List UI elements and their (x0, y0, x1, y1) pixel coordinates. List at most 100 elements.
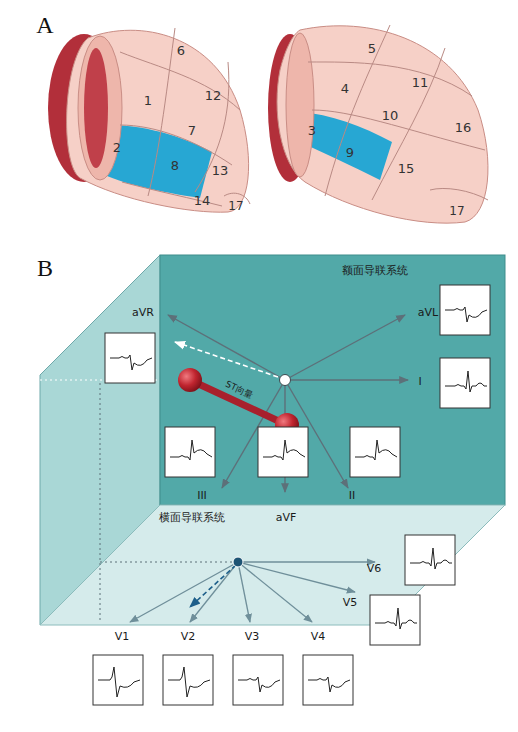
segment-number: 10 (382, 109, 399, 122)
panel-letter: B (37, 256, 53, 280)
segment-number: 13 (212, 164, 229, 177)
transverse-center (233, 557, 243, 567)
ecg-box (350, 427, 400, 477)
segment-number: 17 (228, 200, 243, 212)
ecg-box (105, 333, 155, 383)
lead-name: V4 (311, 631, 326, 642)
segment-number: 7 (188, 124, 196, 137)
ecg-trace (238, 677, 280, 692)
segment-number: 4 (341, 82, 349, 95)
ecg-frame (440, 358, 490, 408)
lead-axis (238, 562, 355, 592)
panel-letter: A (36, 13, 53, 37)
segment-number: 2 (113, 141, 121, 154)
segment-line (372, 48, 445, 200)
ecg-trace (308, 677, 350, 692)
ecg-box (165, 427, 215, 477)
ecg-frame (258, 427, 308, 477)
lead-name: V2 (181, 631, 196, 642)
segment-number: 17 (449, 205, 464, 217)
ecg-box (440, 358, 490, 408)
heart-body (67, 30, 249, 212)
ecg-trace (375, 608, 417, 629)
ecg-box (405, 535, 455, 585)
segment-number: 6 (177, 44, 185, 57)
ecg-trace (170, 440, 212, 460)
ecg-box (163, 655, 213, 705)
lead-name: aVL (418, 307, 438, 318)
st-vector-rod (190, 380, 287, 425)
segment-number: 14 (194, 194, 211, 207)
ecg-frame (165, 427, 215, 477)
lead-axis (130, 562, 238, 622)
heart-right (268, 25, 488, 223)
transverse-plane (40, 505, 505, 625)
segment-line (195, 62, 229, 192)
ecg-trace (263, 440, 305, 460)
segment-number: 1 (144, 94, 152, 107)
ecg-frame (440, 285, 490, 335)
segment-line (120, 52, 240, 110)
ecg-trace (355, 440, 397, 460)
ecg-frame (303, 655, 353, 705)
segment-number: 16 (455, 121, 472, 134)
lead-name: aVR (132, 307, 154, 318)
base-ring (286, 33, 314, 177)
lead-name: V1 (115, 631, 130, 642)
ecg-frame (350, 427, 400, 477)
segment-line (430, 188, 488, 200)
lead-axis (285, 315, 405, 380)
segment-line (325, 25, 390, 196)
segment-number: 8 (171, 159, 179, 172)
segment-number: 5 (368, 42, 376, 55)
ecg-trace (98, 667, 140, 697)
segment-number: 11 (412, 76, 429, 89)
ecg-box (258, 427, 308, 477)
ecg-frame (93, 655, 143, 705)
lead-name: III (197, 490, 207, 501)
ecg-frame (233, 655, 283, 705)
ecg-frame (105, 333, 155, 383)
segment-number: 9 (346, 146, 354, 159)
frontal-plane (160, 255, 505, 505)
ecg-box (93, 655, 143, 705)
ecg-box (440, 285, 490, 335)
guide-line (100, 383, 101, 622)
plane-title: 额面导联系统 (342, 265, 408, 276)
frontal-center (280, 375, 291, 386)
ecg-trace (445, 371, 487, 392)
heart-body (277, 26, 488, 223)
ecg-box (233, 655, 283, 705)
lead-axis (238, 561, 375, 562)
lead-name: V5 (343, 597, 358, 608)
segment-number: 12 (205, 89, 222, 102)
lead-name: V3 (245, 631, 260, 642)
heart-left (48, 28, 250, 212)
lead-axis (190, 562, 238, 622)
guide-line (100, 562, 234, 563)
ecg-box (370, 595, 420, 645)
transverse-axes (130, 562, 375, 622)
ecg-trace (410, 548, 452, 569)
lead-axis (285, 379, 408, 380)
lead-name: I (418, 376, 421, 387)
segment-line (312, 110, 485, 150)
lead-name: V6 (367, 563, 382, 574)
segment-line (122, 182, 222, 206)
ecg-trace (110, 355, 152, 370)
lead-name: aVF (276, 512, 297, 523)
ecg-frame (405, 535, 455, 585)
projection-arrow (190, 565, 236, 607)
cavity (84, 48, 108, 168)
base-ring (78, 36, 122, 180)
ecg-trace (168, 667, 210, 697)
vector-label: ST向量 (224, 380, 254, 401)
segment-number: 3 (308, 124, 316, 137)
ecg-frame (163, 655, 213, 705)
lead-name: II (349, 490, 356, 501)
ecg-frame (370, 595, 420, 645)
ecg-trace (445, 307, 487, 322)
